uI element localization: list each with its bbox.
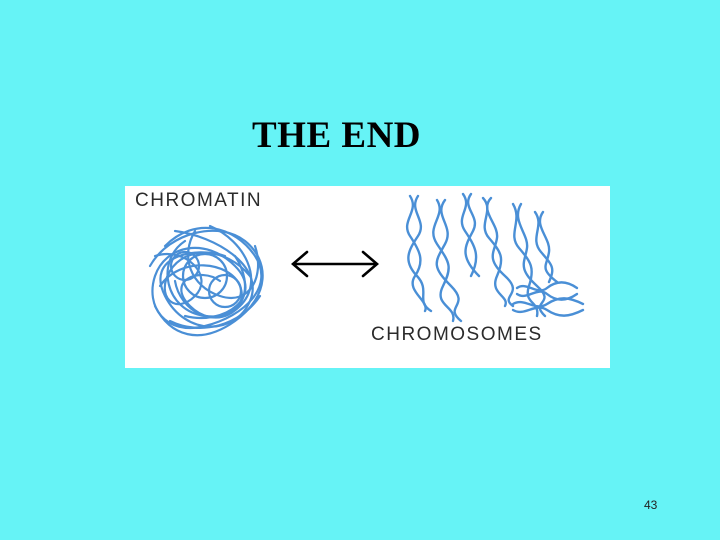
figure-drawing [148,192,585,337]
slide-title: THE END [252,115,422,156]
chromosomes-label: CHROMOSOMES [371,324,543,345]
page-number: 43 [644,498,658,512]
chromatin-tangle-icon [148,224,264,337]
chromatin-chromosomes-figure: CHROMATIN CHROMOSOMES [125,186,610,368]
chromosome-strands-icon [405,192,585,323]
chromatin-label: CHROMATIN [135,190,263,211]
double-arrow-icon [291,250,379,278]
